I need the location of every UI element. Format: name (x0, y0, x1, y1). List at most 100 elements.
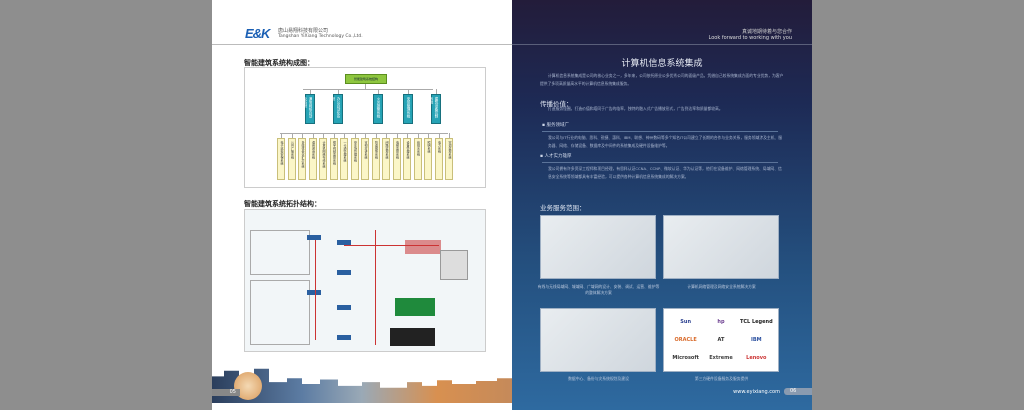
equipment-block (405, 240, 441, 254)
partner-logo: Extreme (709, 355, 733, 361)
org-level2-box: 安保管理系统 (403, 94, 413, 124)
org-level3-box: 电梯监控系统 (392, 138, 401, 180)
connector-line (436, 89, 437, 94)
partner-logo: ORACLE (674, 337, 697, 343)
equipment-block (440, 250, 468, 280)
company-name-en: Tangshan YiXiang Technology Co.,Ltd. (278, 34, 363, 39)
connector-line (438, 133, 440, 138)
section-title-topology: 智能建筑系统拓扑结构： (244, 200, 321, 208)
partner-logo: IBM (750, 337, 762, 343)
switch-node (337, 240, 351, 245)
connector-line (333, 133, 335, 138)
connector-line (365, 84, 366, 89)
connector-line (386, 133, 387, 138)
org-level3-box: 计算机网络布线系统 (319, 138, 327, 180)
connector-line (310, 89, 311, 94)
connector-line (428, 133, 429, 138)
lan-wan-image (540, 215, 656, 279)
section-title-structure: 智能建筑系统构成图： (244, 59, 314, 67)
connector-line (375, 133, 377, 138)
bullet-text: 我公司与IT行业的电脑、思科、锐捷、惠科、IBM、联想、神州数码等多个知名IT公… (548, 135, 783, 148)
link-line (315, 240, 316, 340)
connector-line (312, 133, 314, 138)
connector-line (344, 133, 345, 138)
switch-node (337, 270, 351, 275)
bullet-title-text: 人才实力雄厚 (544, 154, 572, 159)
org-level3-box: 防盗报警系统 (371, 138, 380, 180)
connector-line (303, 89, 433, 90)
divider (542, 131, 778, 132)
partner-logo: hp (717, 319, 725, 325)
caption: 计算机网络管理及网络安全系统解决方案 (687, 284, 756, 289)
tagline-cn: 真诚地期待着与您合作 (741, 29, 792, 35)
bullet-text: 我公司拥有许多资深工程师和项目经理，有思科认证CCNA、CCNP、微软认证、华为… (548, 166, 782, 179)
left-page: E&K 唐山易翔科技有限公司 Tangshan YiXiang Technolo… (212, 0, 512, 410)
caption: 数据中心、备份与灾系统规划及建设 (568, 376, 629, 381)
bullet-title-text: 服务领域广 (546, 123, 569, 128)
page-number: 06 (784, 388, 812, 395)
org-root: 智能建筑系统结构 (345, 74, 387, 84)
partner-logo: Sun (680, 319, 692, 325)
divider (542, 162, 778, 163)
connector-line (280, 133, 448, 134)
page-title: 计算机信息系统集成 (621, 59, 703, 69)
link-line (344, 245, 439, 246)
org-level3-box: 设备管理系统 (403, 138, 411, 180)
connector-line (338, 89, 339, 94)
org-level2-box: 办公自动化系统 (332, 94, 343, 124)
org-level3-box: 电子巡检安保系统 (277, 138, 285, 180)
page-number: 05 (212, 389, 240, 396)
partner-logo: TCL Legend (739, 319, 773, 325)
org-level3-box: 多媒体会议扩声系统 (298, 138, 306, 180)
device-group (250, 280, 310, 345)
org-level3-box: 一卡通管理系统 (340, 138, 348, 180)
connector-line (449, 133, 450, 138)
switch-node (337, 335, 351, 340)
org-level3-box: 可视对讲系统 (361, 138, 369, 180)
connector-line (354, 133, 356, 138)
org-chart: 智能建筑系统结构 通信网络自动化系统 办公自动化系统 火灾报警系统 安保管理系统 建筑设… (244, 67, 486, 188)
bullet-title: ▪ 服务领域广 (542, 123, 569, 128)
org-level2-box: 通信网络自动化系统 (304, 94, 315, 124)
org-level3-box: 给排水系统 (413, 138, 422, 180)
tagline-en: Look forward to working with you (708, 35, 792, 41)
connector-line (323, 133, 324, 138)
value-heading: 传播价值： (540, 100, 573, 108)
video-wall (395, 298, 435, 316)
org-level3-box: 照明系统 (424, 138, 432, 180)
connector-line (408, 89, 409, 94)
company-logo: E&K (245, 26, 270, 41)
network-security-image (663, 215, 779, 279)
header-divider (512, 44, 812, 45)
org-level3-box: 闭路监控系统 (382, 138, 390, 180)
connector-line (378, 89, 379, 94)
right-page: 真诚地期待着与您合作 Look forward to working with … (512, 0, 812, 410)
connector-line (417, 133, 419, 138)
org-level3-box: 电力系统 (434, 138, 443, 180)
org-level3-box: 停车场管理系统 (350, 138, 359, 180)
data-center-image (540, 308, 656, 372)
caption: 第三方硬件设备服务及服务提供 (694, 376, 749, 381)
website-link[interactable]: www.eyixiang.com (733, 389, 780, 395)
switch-node (307, 290, 321, 295)
connector-line (291, 133, 293, 138)
org-level3-box: 楼宇视频监控系统 (329, 138, 338, 180)
bullet-title: ▪ 人才实力雄厚 (540, 154, 572, 159)
device-group (250, 230, 310, 275)
org-level2-box: 建筑设备控制系统 (430, 94, 441, 124)
partner-logo: Lenovo (746, 355, 767, 361)
monitor-display (390, 328, 435, 346)
value-text: 打造服务怪圈，打造价值和塔同于广告的临率，独特的融入式广告播放形式，广告到达率和… (548, 106, 723, 111)
org-level3-box: 空调监控系统 (445, 138, 453, 180)
topology-diagram (244, 209, 486, 352)
connector-line (281, 133, 282, 138)
scope-heading: 业务服务范围： (540, 204, 586, 212)
connector-line (407, 133, 408, 138)
connector-line (365, 133, 366, 138)
partner-logo: Microsoft (672, 355, 699, 361)
partner-logo: AT (717, 337, 725, 343)
switch-node (337, 305, 351, 310)
org-level2-box: 火灾报警系统 (373, 94, 383, 124)
connector-line (396, 133, 398, 138)
